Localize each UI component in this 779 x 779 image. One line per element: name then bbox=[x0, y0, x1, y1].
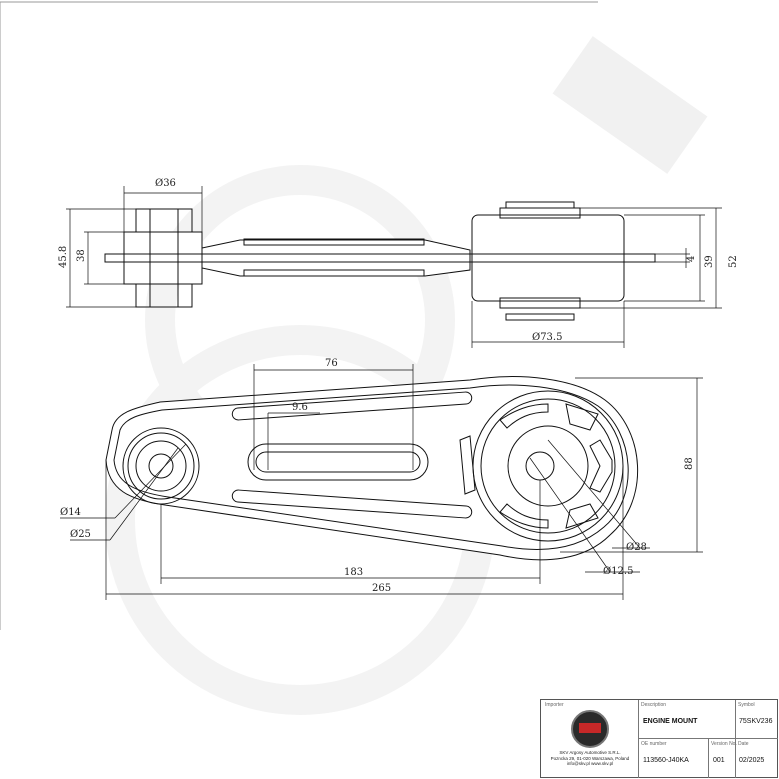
dim-d14: Ø14 bbox=[60, 507, 81, 518]
dim-d36: Ø36 bbox=[155, 178, 176, 189]
dim-38: 38 bbox=[76, 249, 87, 262]
dim-9-6: 9.6 bbox=[292, 402, 308, 413]
description-value: ENGINE MOUNT bbox=[643, 718, 698, 725]
symbol-value: 75SKV236 bbox=[739, 718, 773, 725]
title-block: Importer SKV Argosy Automotive S.R.L. Po… bbox=[540, 699, 778, 778]
description-label: Description bbox=[641, 702, 667, 708]
dim-d25: Ø25 bbox=[70, 529, 91, 540]
dimension-labels: Ø36 45.8 38 4 39 52 Ø73.5 76 9.6 88 Ø14 … bbox=[58, 178, 739, 594]
oe-label: OE number bbox=[641, 741, 667, 747]
version-label: Version No. bbox=[711, 741, 737, 747]
company-address: SKV Argosy Automotive S.R.L. Pozncka 29,… bbox=[550, 750, 630, 766]
symbol-label: Symbol bbox=[738, 702, 755, 708]
frame bbox=[0, 1, 598, 630]
oe-value: 113560-J40KA bbox=[643, 757, 689, 764]
importer-label: Importer bbox=[545, 702, 564, 708]
dim-d28: Ø28 bbox=[626, 542, 647, 553]
dim-d73-5: Ø73.5 bbox=[532, 332, 562, 343]
date-label: Date bbox=[738, 741, 749, 747]
dim-52: 52 bbox=[728, 255, 739, 268]
dim-265: 265 bbox=[372, 583, 391, 594]
dim-88: 88 bbox=[684, 457, 695, 470]
date-value: 02/2025 bbox=[739, 757, 765, 764]
company-logo bbox=[571, 710, 609, 748]
dim-76: 76 bbox=[325, 358, 338, 369]
version-value: 001 bbox=[713, 757, 725, 764]
dim-39: 39 bbox=[704, 255, 715, 268]
watermark bbox=[105, 36, 708, 715]
side-view bbox=[104, 201, 656, 321]
dim-183: 183 bbox=[344, 567, 363, 578]
dim-4: 4 bbox=[686, 256, 697, 262]
top-dimensions bbox=[60, 364, 703, 600]
dim-d12-5: Ø12.5 bbox=[603, 566, 633, 577]
top-view bbox=[105, 376, 638, 561]
side-dimensions bbox=[66, 186, 722, 348]
dim-45-8: 45.8 bbox=[58, 246, 69, 268]
